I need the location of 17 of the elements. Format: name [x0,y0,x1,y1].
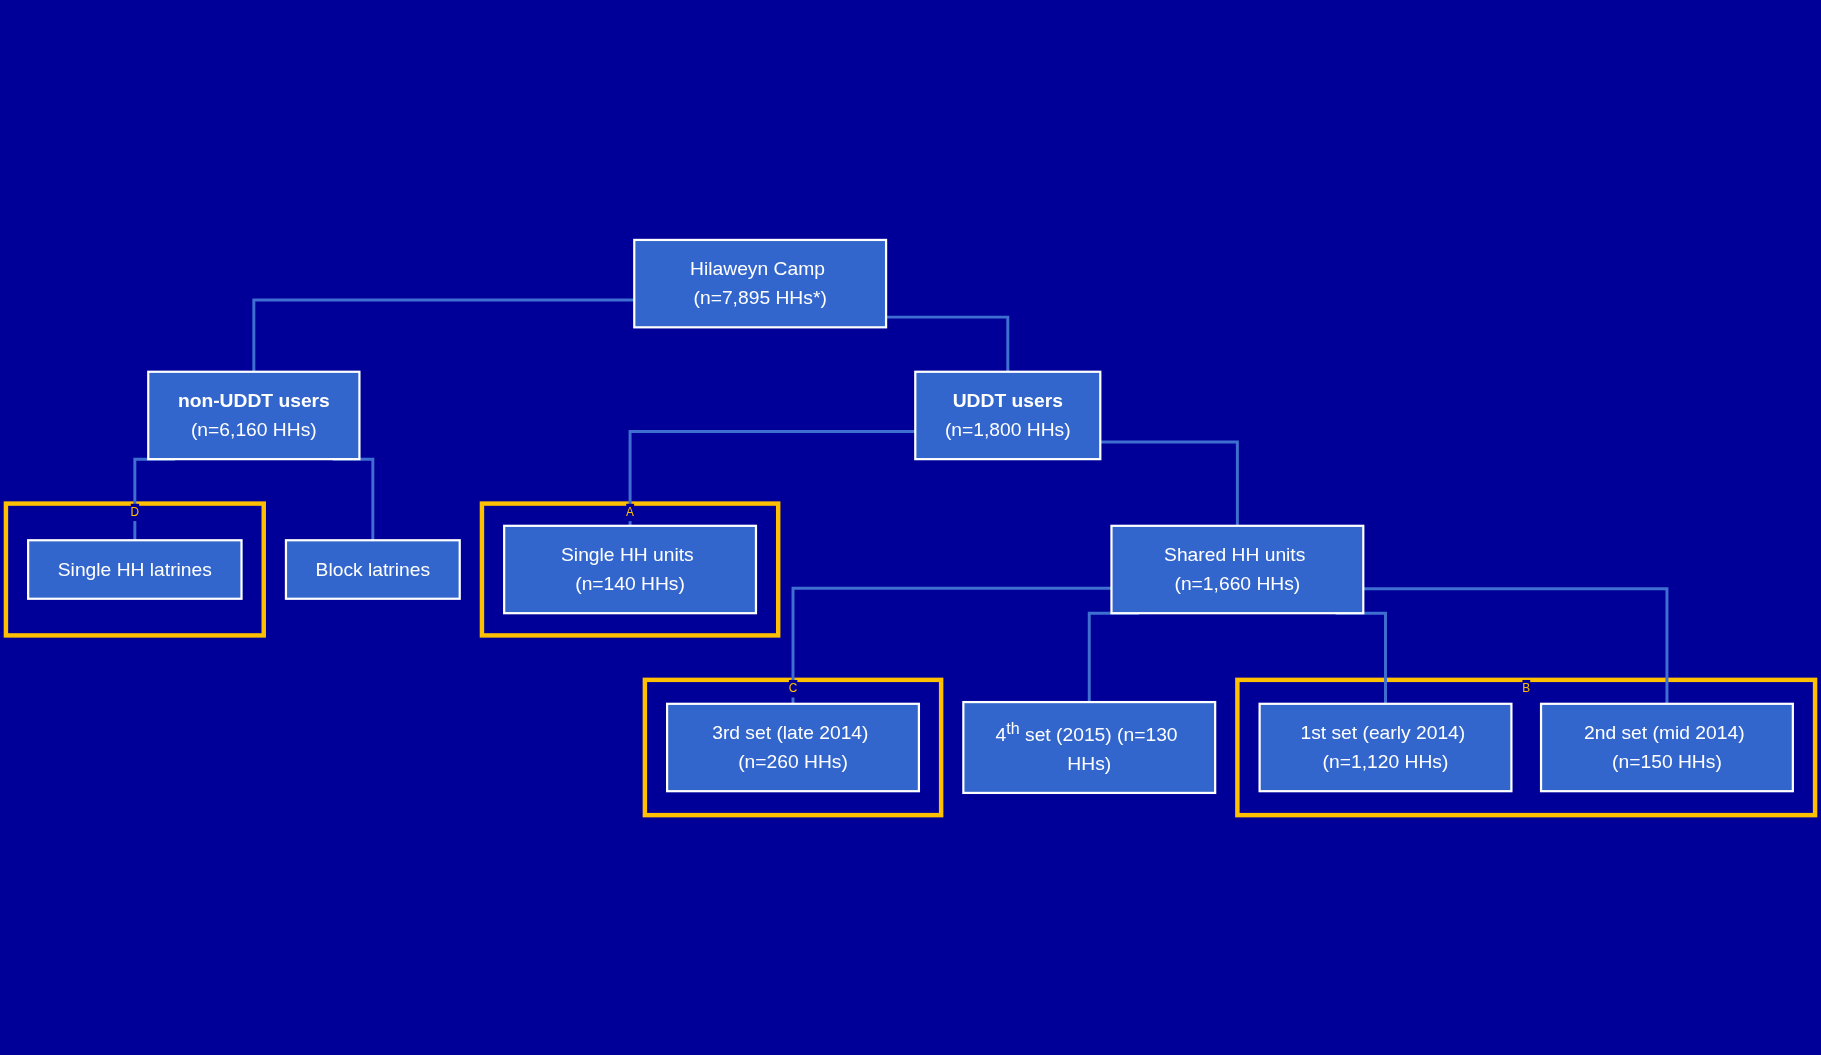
connector [791,586,1112,704]
node-box: Single HH units (n=140 HHs) [503,524,758,615]
node-box: 2nd set (mid 2014) (n=150 HHs) [1539,702,1794,793]
node-box: 4$^{th}$ set (2015) (n=130 HHs) [962,700,1217,794]
connector [886,315,1010,372]
connector [1363,587,1669,704]
node-box: Block latrines [284,539,461,600]
node-box: Shared HH units (n=1,660 HHs) [1110,524,1365,615]
node-box: non-UDDT users (n=6,160 HHs) [147,370,361,461]
node-box: UDDT users (n=1,800 HHs) [914,370,1102,461]
connector [1100,440,1239,526]
connector [252,298,635,372]
node-box: Hilaweyn Camp (n=7,895 HHs*) [633,238,888,329]
node-box: Single HH latrines [27,539,243,600]
connector [628,430,916,526]
node-box: 3rd set (late 2014) (n=260 HHs) [666,702,920,793]
node-box: 1st set (early 2014) (n=1,120 HHs) [1258,702,1513,793]
